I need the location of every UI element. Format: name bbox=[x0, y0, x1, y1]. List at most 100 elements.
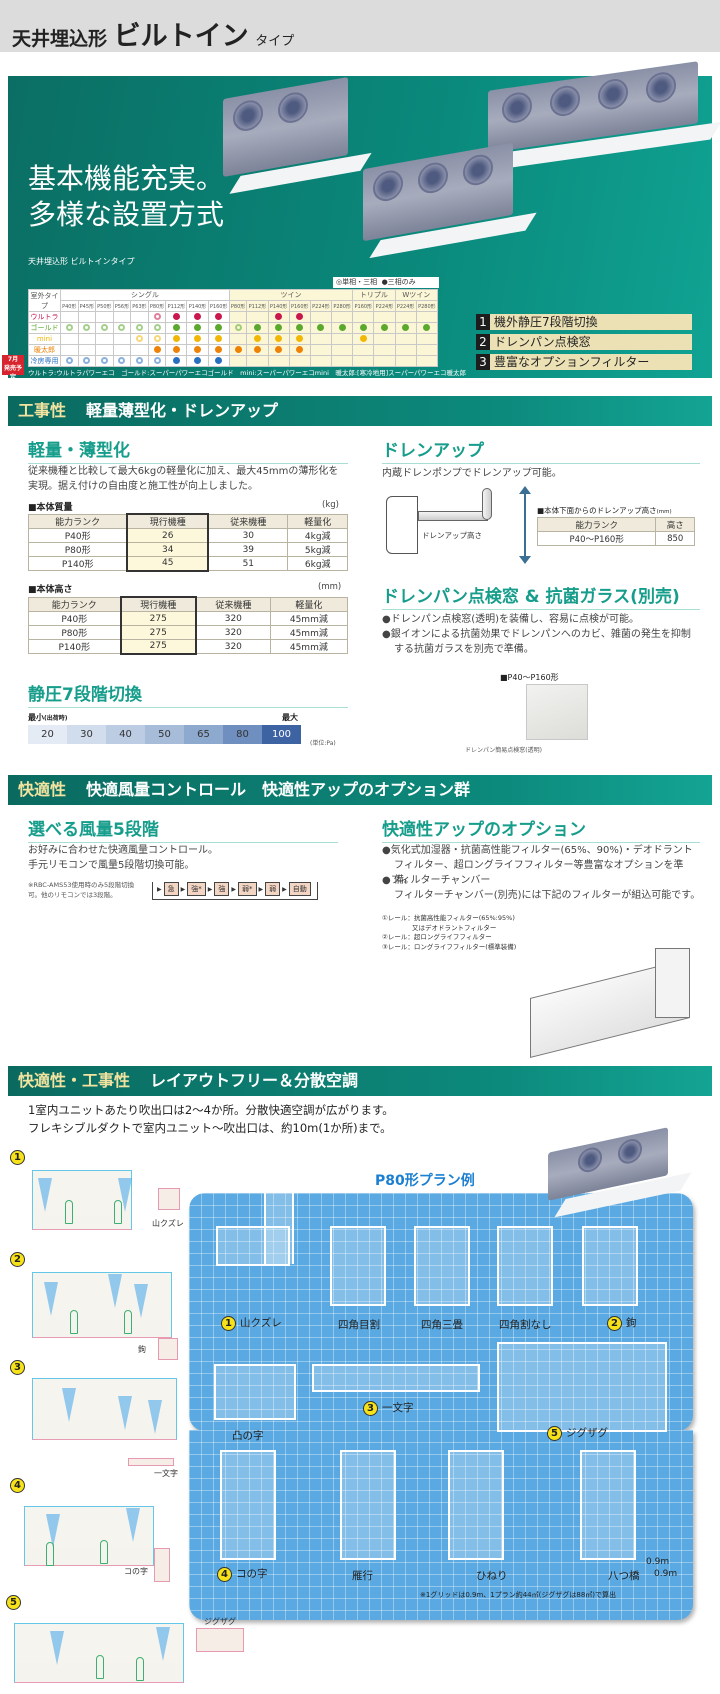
section-construction-bar: 工事性軽量薄型化・ドレンアップ bbox=[8, 396, 712, 426]
cell: 320 bbox=[195, 639, 271, 654]
grid-height: 0.9m bbox=[646, 1557, 670, 1567]
cell: P80形 bbox=[27, 625, 122, 640]
cell: 26 bbox=[126, 528, 210, 543]
lineup-cell bbox=[60, 333, 79, 345]
fan-step-button: 強* bbox=[187, 882, 206, 896]
number-badge: 2 bbox=[607, 1316, 622, 1331]
dot-icon bbox=[172, 312, 180, 320]
dot-icon bbox=[253, 334, 261, 342]
arrow-icon: ▶ bbox=[282, 885, 287, 893]
group-header: シングル bbox=[60, 289, 230, 301]
lineup-cell bbox=[147, 344, 167, 356]
column-header: P40形 bbox=[60, 300, 79, 312]
dot-icon bbox=[402, 323, 410, 331]
lineup-cell bbox=[186, 344, 209, 356]
group-header: トリプル bbox=[352, 289, 396, 301]
lineup-cell bbox=[207, 322, 230, 334]
drainpan-photo-label: ■P40〜P160形 bbox=[500, 673, 559, 682]
ring-icon bbox=[65, 323, 73, 331]
th: 現行機種 bbox=[119, 596, 197, 612]
cell: P140形 bbox=[27, 639, 122, 654]
feature-label: ドレンパン点検窓 bbox=[494, 335, 591, 349]
mass-label: ■本体質量 bbox=[28, 503, 73, 513]
ring-icon bbox=[153, 356, 161, 364]
plan-shape-shikaku-sanjo bbox=[414, 1226, 470, 1306]
section-tag: 快適性・工事性 bbox=[18, 1071, 131, 1090]
hero-catchphrase: 基本機能充実。 多様な設置方式 bbox=[28, 161, 224, 233]
dot-icon bbox=[359, 334, 367, 342]
illustration-label: 鉤 bbox=[138, 1345, 146, 1354]
pressure-max-label: 最大 bbox=[282, 713, 298, 722]
badge-line-2: 発売予定 bbox=[3, 365, 22, 381]
cell: 320 bbox=[195, 625, 271, 640]
lineup-cell bbox=[309, 333, 333, 345]
cell: 850 bbox=[655, 531, 695, 546]
illustration-label: 一文字 bbox=[154, 1469, 178, 1478]
lineup-cell bbox=[60, 344, 79, 356]
lineup-cell bbox=[309, 344, 333, 356]
legend-ring: ◎単相・三相 bbox=[336, 278, 378, 286]
cell: 30 bbox=[207, 528, 289, 543]
lineup-cell bbox=[309, 322, 333, 334]
lineup-cell bbox=[373, 322, 396, 334]
lineup-cell bbox=[352, 322, 375, 334]
dot-icon bbox=[194, 323, 202, 331]
lineup-cell bbox=[95, 322, 114, 334]
th: 軽量化 bbox=[269, 596, 349, 612]
cell: P140形 bbox=[28, 556, 128, 571]
fan-step-button: 自動 bbox=[288, 882, 311, 896]
th: 高さ bbox=[655, 517, 695, 532]
lineup-cell bbox=[394, 333, 417, 345]
lineup-cell bbox=[147, 311, 167, 323]
dot-icon bbox=[338, 323, 346, 331]
label: 鉤 bbox=[626, 1317, 637, 1329]
ring-icon bbox=[135, 356, 143, 364]
cell: 4kg減 bbox=[287, 528, 348, 543]
label: 山クズレ bbox=[240, 1317, 282, 1329]
lineup-cell bbox=[186, 322, 209, 334]
mass-unit: (kg) bbox=[322, 500, 339, 510]
release-badge: 7月 発売予定 bbox=[2, 355, 24, 381]
dot-icon bbox=[296, 345, 304, 353]
option-bullet-3: フィルターチャンバー(別売)には下記のフィルターが組込可能です。 bbox=[394, 890, 701, 901]
drain-diagram: ドレンアップ高さ bbox=[382, 486, 537, 566]
arrow-icon: ▶ bbox=[231, 885, 236, 893]
row-label: ゴールド bbox=[28, 322, 61, 334]
lineup-row: ゴールド bbox=[28, 322, 439, 334]
cell: 51 bbox=[207, 556, 289, 571]
lineup-row: ウルトラ bbox=[28, 311, 439, 323]
lineup-cell bbox=[147, 333, 167, 345]
dot-icon bbox=[296, 323, 304, 331]
lineup-cell bbox=[186, 311, 209, 323]
fan-step-button: 強 bbox=[214, 882, 230, 896]
row-header: 室外タイプ bbox=[28, 289, 61, 312]
lineup-cell bbox=[373, 355, 396, 367]
number-badge: 1 bbox=[221, 1316, 236, 1331]
lineup-cell bbox=[331, 355, 354, 367]
lineup-cell bbox=[394, 311, 417, 323]
dot-icon bbox=[215, 345, 223, 353]
label: コの字 bbox=[236, 1568, 268, 1580]
option-bullet-1: ●気化式加湿器・抗菌高性能フィルター(65%、90%)・デオドラントフィルター、… bbox=[382, 845, 693, 886]
ring-icon bbox=[153, 312, 161, 320]
column-header: P112形 bbox=[246, 300, 269, 312]
number-badge: 5 bbox=[6, 1595, 21, 1610]
column-header: P224形 bbox=[373, 300, 396, 312]
lineup-cell bbox=[415, 311, 439, 323]
filter-chamber-image bbox=[530, 948, 700, 1058]
lineup-cell bbox=[352, 355, 375, 367]
fan-step-flow: ▶急▶強*▶強▶弱*▶弱▶自動 bbox=[152, 882, 318, 900]
plan-shape-yamakuzure bbox=[216, 1226, 290, 1266]
drainpan-bullet-1: ●ドレンパン点検窓(透明)を装備し、容易に点検が可能。 bbox=[382, 614, 640, 625]
cell: P40形 bbox=[28, 528, 128, 543]
zigzag-inset bbox=[196, 1628, 244, 1652]
lineup-cell bbox=[207, 344, 230, 356]
th: 従来機種 bbox=[195, 596, 271, 612]
cell: 39 bbox=[207, 542, 289, 557]
min-text: 最小 bbox=[28, 713, 44, 722]
dot-icon bbox=[215, 356, 223, 364]
